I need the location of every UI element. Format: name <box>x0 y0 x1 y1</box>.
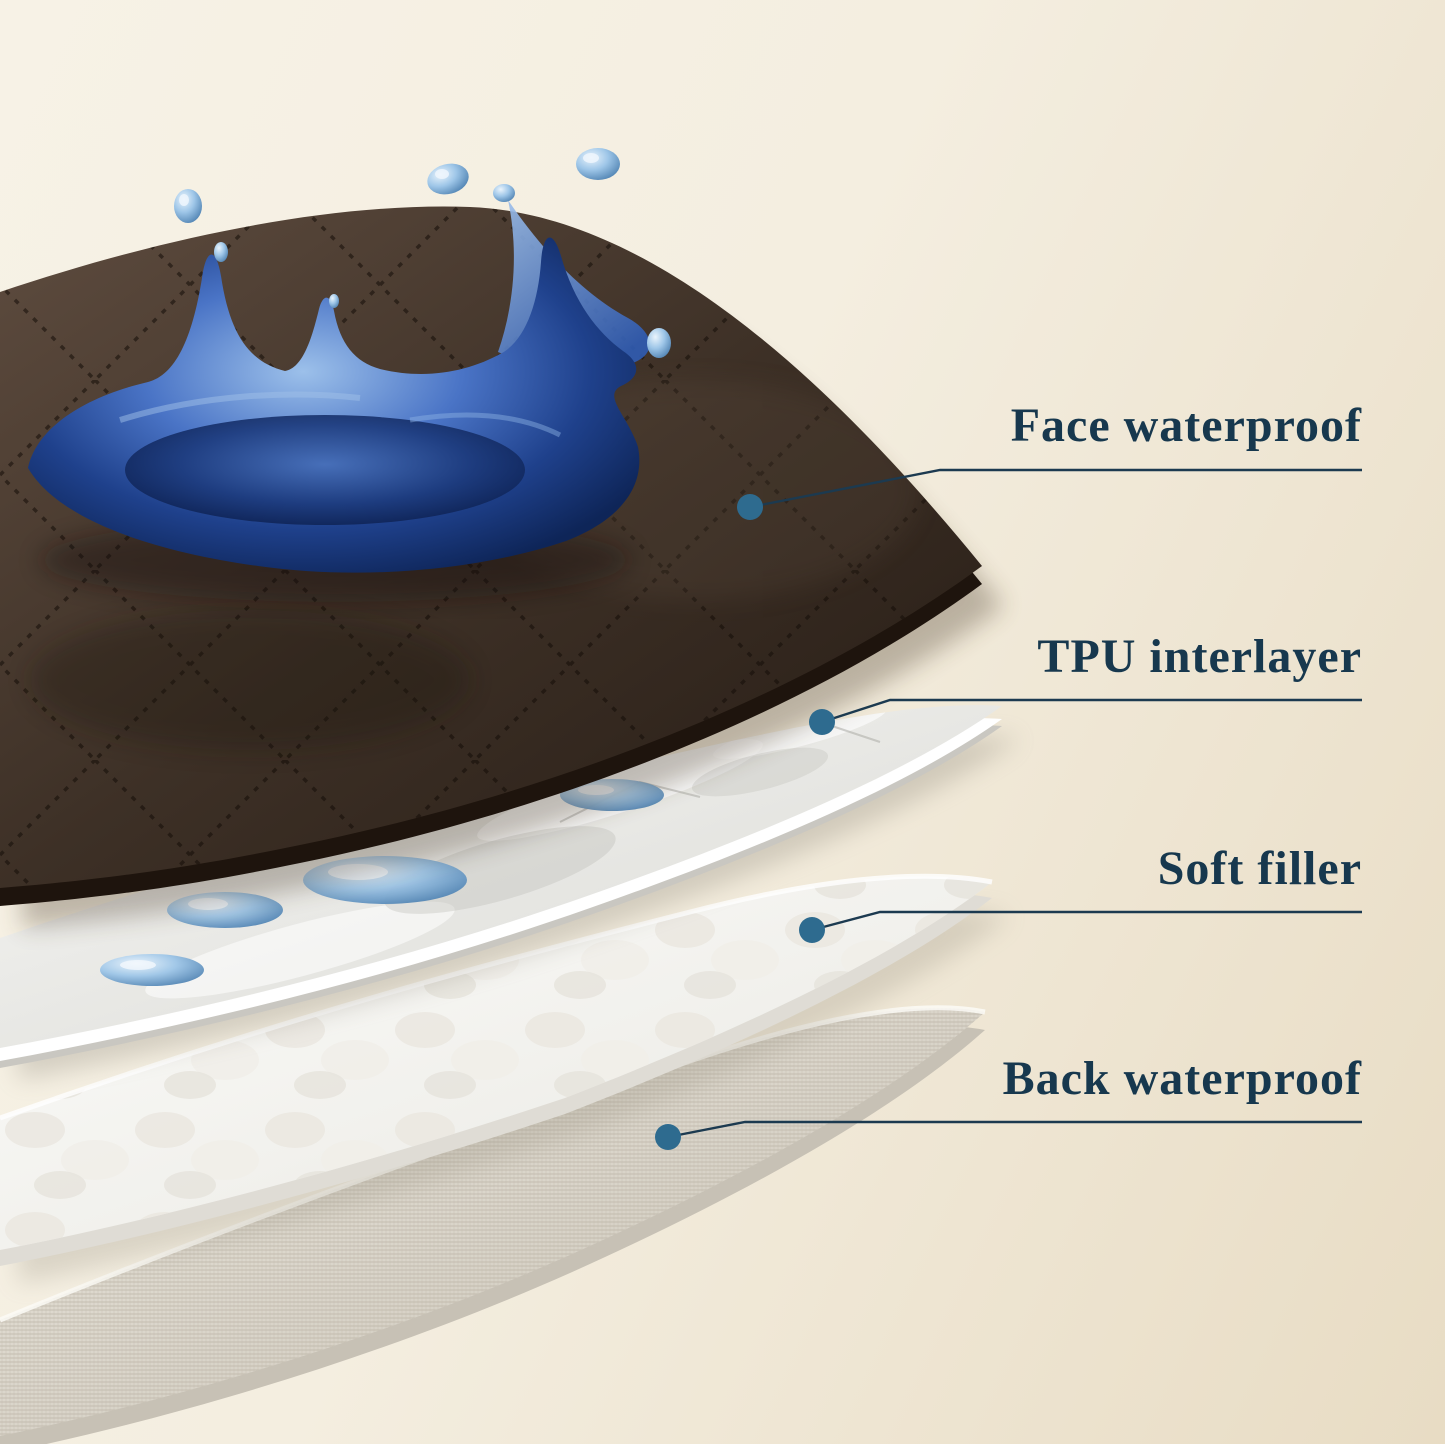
label-back-waterproof: Back waterproof <box>1002 1052 1362 1105</box>
connector-dots <box>655 494 835 1150</box>
connector-lines <box>667 468 1362 1139</box>
connector-line-back-waterproof <box>667 1120 1362 1139</box>
splash-highlight <box>409 412 562 438</box>
label-face-waterproof: Face waterproof <box>1010 399 1362 452</box>
filler-layer-edge-highlight <box>0 873 993 1121</box>
splash-inner-pool <box>125 415 525 525</box>
connector-dot-tpu-interlayer <box>809 709 835 735</box>
label-tpu-interlayer: TPU interlayer <box>1037 630 1362 683</box>
water-splash <box>28 148 671 573</box>
connector-line-face-waterproof <box>749 468 1362 509</box>
connector-line-tpu-interlayer <box>821 698 1362 724</box>
connector-line-soft-filler <box>811 910 1362 932</box>
air-droplets <box>174 148 671 358</box>
connector-dot-face-waterproof <box>737 494 763 520</box>
soft-filler-layer <box>0 873 1010 1284</box>
connector-dot-soft-filler <box>799 917 825 943</box>
connector-dot-back-waterproof <box>655 1124 681 1150</box>
splash-highlight <box>119 391 361 423</box>
label-soft-filler: Soft filler <box>1157 842 1362 895</box>
